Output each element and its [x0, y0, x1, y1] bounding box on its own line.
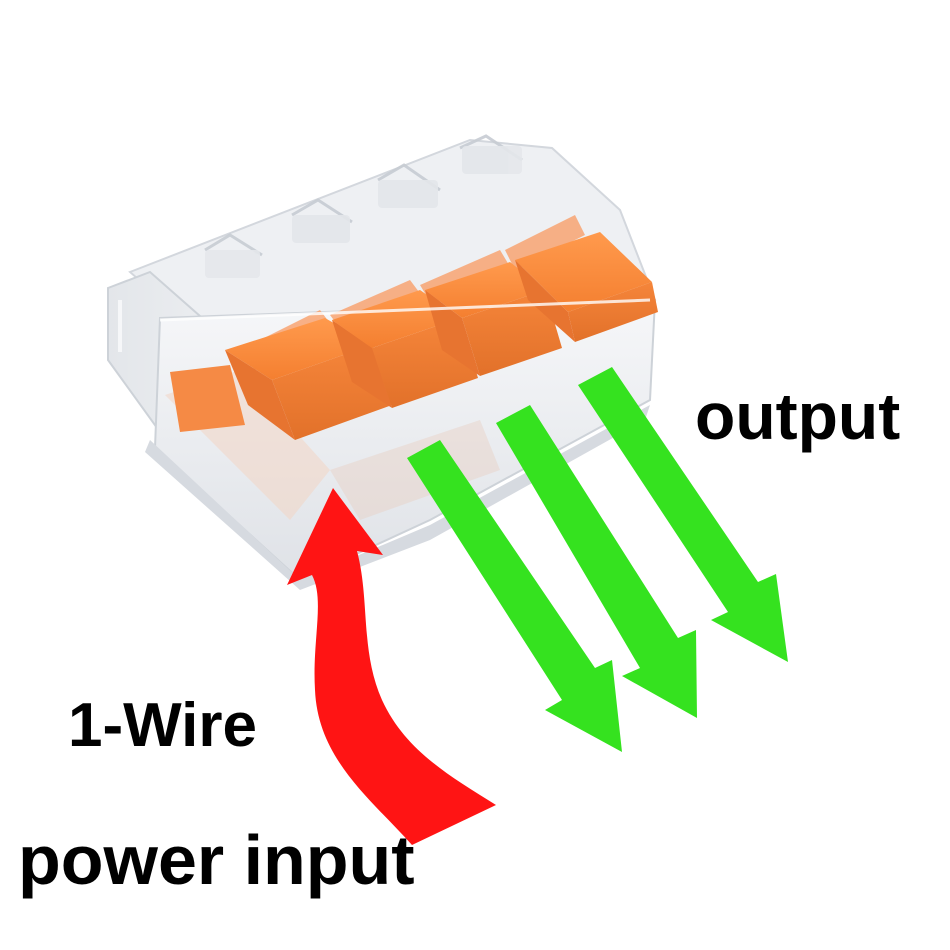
- power-input-label: power input: [18, 821, 415, 899]
- output-label: output: [695, 379, 901, 453]
- input-arrow-icon: [287, 488, 496, 845]
- one-wire-label: 1-Wire: [68, 691, 257, 760]
- output-arrow-icon-2: [496, 405, 697, 718]
- lever-4[interactable]: [515, 232, 658, 342]
- output-arrow-icon-3: [578, 367, 788, 662]
- output-arrow-icon-1: [407, 440, 622, 752]
- lever-3[interactable]: [425, 262, 562, 376]
- wire-connector: [107, 134, 658, 590]
- output-arrows: [407, 367, 788, 752]
